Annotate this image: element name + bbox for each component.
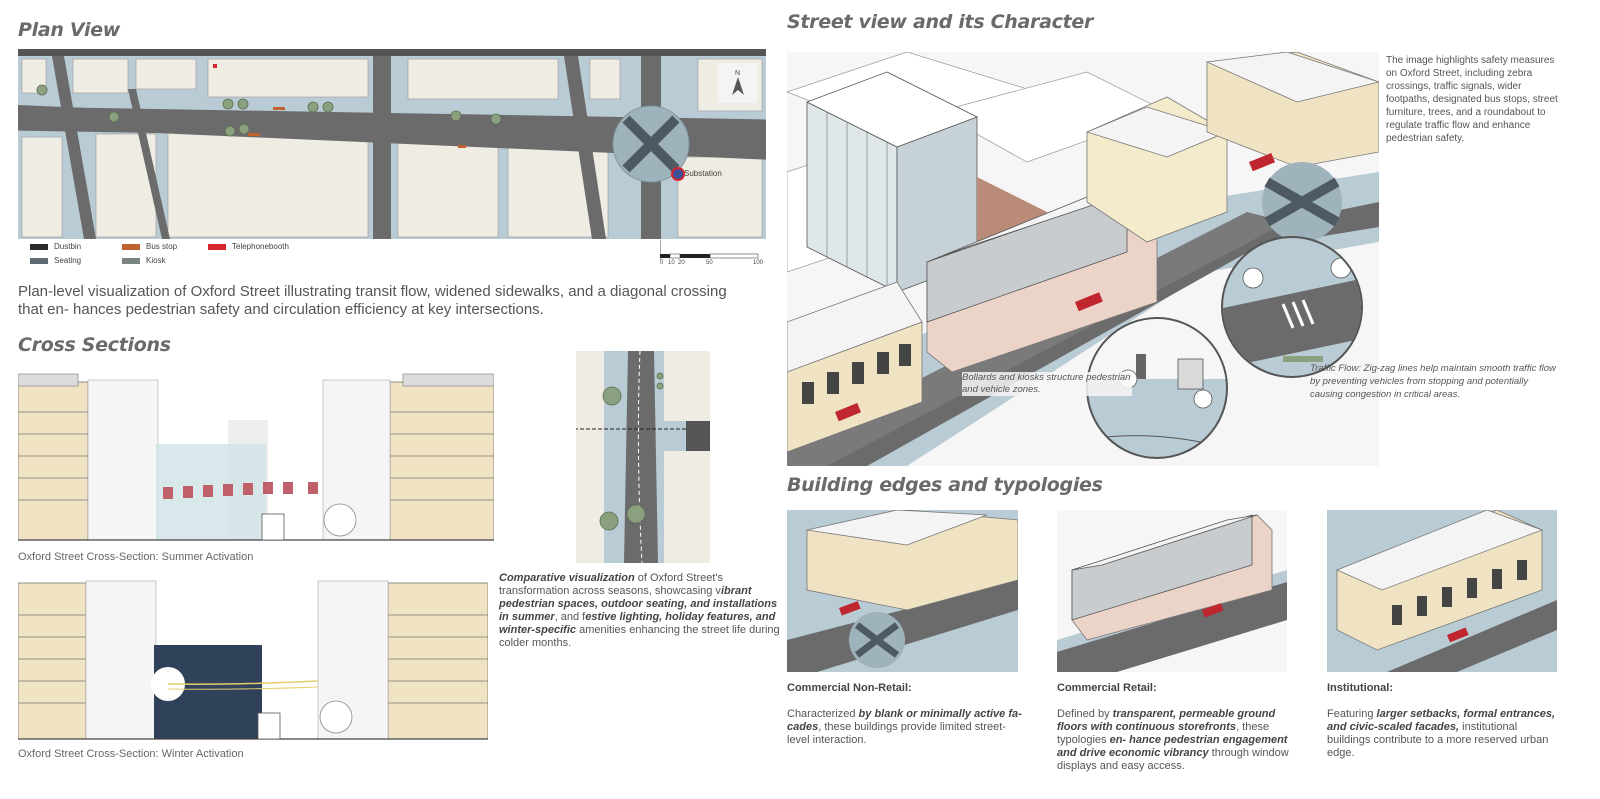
typology-image-non-retail xyxy=(787,509,1019,672)
legend-item-seating: Seating xyxy=(30,256,81,265)
winter-section-drawing xyxy=(17,577,489,743)
scale-tick-0: 0 xyxy=(660,260,664,266)
street-axonometric xyxy=(785,51,1381,466)
traffic-flow-note: Traffic Flow: Zig-zag lines help maintai… xyxy=(1310,363,1556,400)
telephonebooth-swatch-icon xyxy=(208,243,226,250)
callout-traffic-flow xyxy=(1221,236,1363,378)
kiosk-swatch-icon xyxy=(122,257,140,264)
typology-text-retail: Defined by transparent, permeable ground… xyxy=(1057,708,1289,772)
comparison-t2: , and f xyxy=(554,611,586,623)
comparison-lead: Comparative visualization xyxy=(499,572,635,584)
scale-bar: 0 10 20 50 100 xyxy=(659,240,764,270)
typology-image-institutional xyxy=(1327,509,1557,672)
typology-title-retail: Commercial Retail: xyxy=(1057,682,1157,694)
callout-bollards-kiosks xyxy=(1086,317,1228,459)
comparison-b1: ibrant pedestrian spaces, outdoor seatin… xyxy=(499,585,778,623)
comparison-text: Comparative visualization of Oxford Stre… xyxy=(499,572,781,650)
dustbin-swatch-icon xyxy=(30,243,48,250)
cross-sections-heading: Cross Sections xyxy=(18,334,171,356)
bus-stop-swatch-icon xyxy=(122,243,140,250)
plan-view-heading: Plan View xyxy=(18,19,121,41)
typology-text-non-retail: Characterized by blank or minimally acti… xyxy=(787,708,1022,746)
summer-section-drawing xyxy=(17,372,495,544)
comparison-b2: estive lighting, holiday features, and w… xyxy=(499,611,776,636)
north-label: N xyxy=(735,70,740,77)
street-description: The image highlights safety measures on … xyxy=(1386,55,1558,144)
scale-tick-10: 10 xyxy=(668,260,675,266)
bollards-note: Bollards and kiosks structure pedestrian… xyxy=(962,372,1132,396)
seating-swatch-icon xyxy=(30,257,48,264)
legend-item-dustbin: Dustbin xyxy=(30,242,81,251)
legend-item-bus-stop: Bus stop xyxy=(122,242,177,251)
typology-title-non-retail: Commercial Non-Retail: xyxy=(787,682,912,694)
plan-map: Substation N xyxy=(16,49,768,239)
substation-label: Substation xyxy=(684,169,722,178)
scale-tick-20: 20 xyxy=(678,260,685,266)
plan-map-svg: Substation N xyxy=(16,49,768,239)
building-edges-heading: Building edges and typologies xyxy=(787,474,1103,496)
plan-description: Plan-level visualization of Oxford Stree… xyxy=(18,283,727,318)
legend-item-telephonebooth: Telephonebooth xyxy=(208,242,289,251)
typology-title-institutional: Institutional: xyxy=(1327,682,1393,694)
comparison-t3: amenities enhancing the street life duri… xyxy=(499,624,780,649)
typology-image-retail xyxy=(1057,510,1287,672)
legend-item-kiosk: Kiosk xyxy=(122,256,166,265)
scale-tick-100: 100 xyxy=(753,260,764,266)
comparison-t1: of Oxford Street's transformation across… xyxy=(499,572,724,597)
summer-caption: Oxford Street Cross-Section: Summer Acti… xyxy=(18,551,254,563)
winter-caption: Oxford Street Cross-Section: Winter Acti… xyxy=(18,748,244,760)
typology-text-institutional: Featuring larger setbacks, formal entran… xyxy=(1327,708,1556,759)
section-key-plan xyxy=(556,350,710,564)
scale-tick-50: 50 xyxy=(706,260,713,266)
street-view-heading: Street view and its Character xyxy=(787,11,1094,33)
